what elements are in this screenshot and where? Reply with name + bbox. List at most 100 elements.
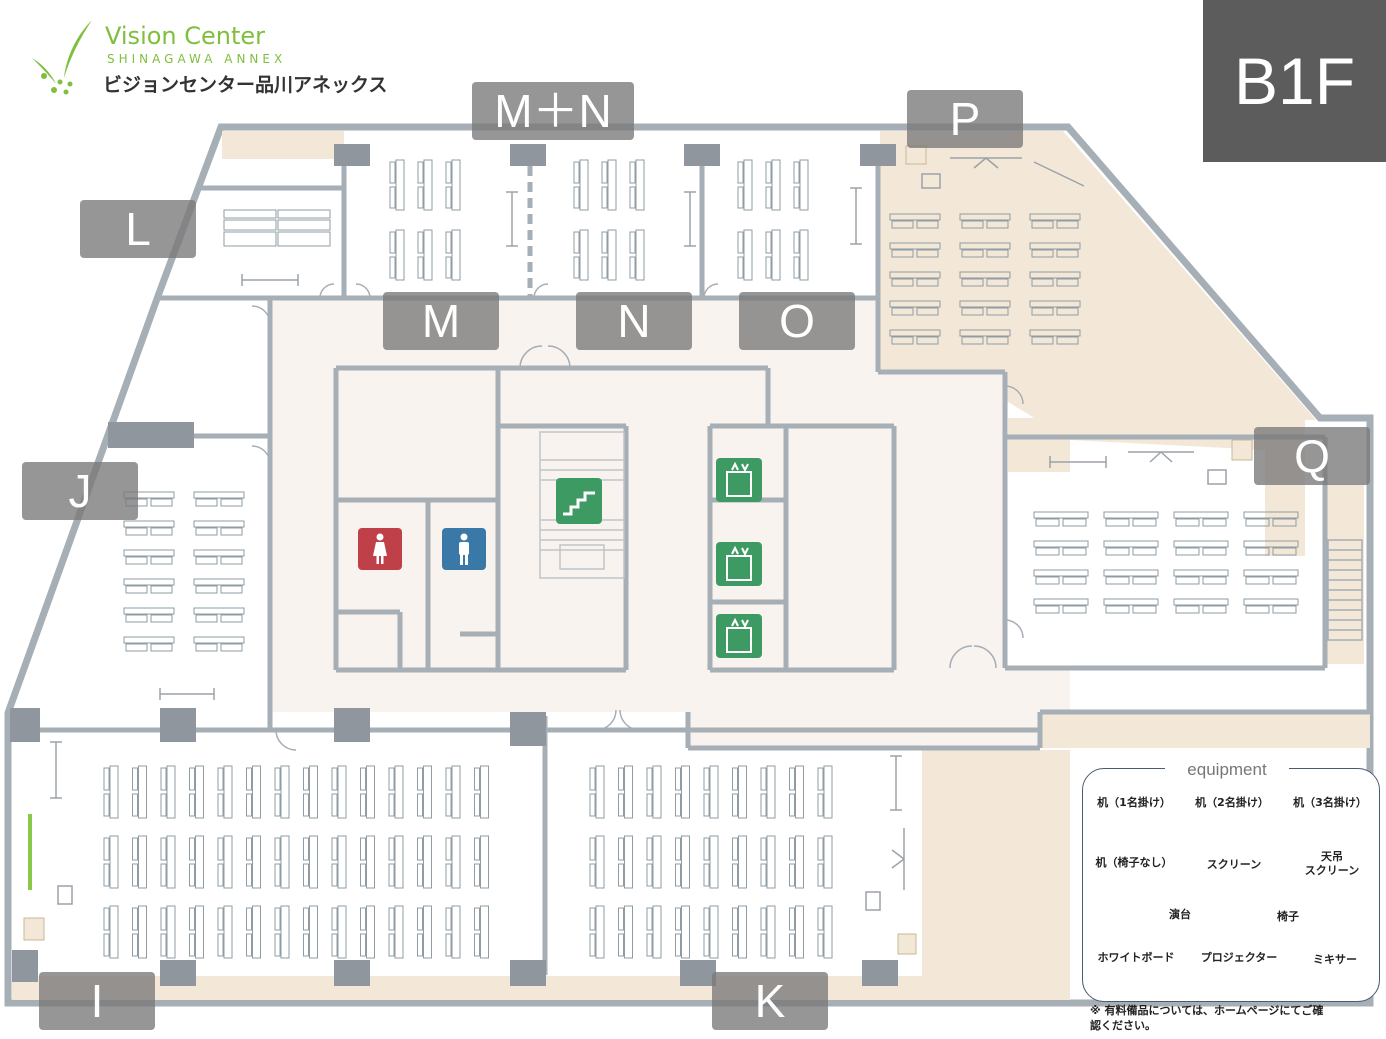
desk bbox=[246, 837, 252, 861]
desk bbox=[795, 765, 804, 819]
desk bbox=[1245, 547, 1270, 556]
desk bbox=[389, 161, 396, 184]
desk bbox=[1033, 511, 1089, 519]
desk bbox=[125, 585, 148, 594]
desk bbox=[166, 835, 176, 889]
desk bbox=[799, 229, 809, 281]
desk bbox=[277, 219, 331, 231]
desk bbox=[189, 933, 195, 957]
desk bbox=[103, 933, 110, 957]
desk bbox=[360, 767, 366, 791]
desk bbox=[760, 793, 767, 817]
mixer-k bbox=[897, 933, 917, 955]
desk bbox=[1243, 569, 1299, 577]
room-label-k[interactable]: K bbox=[712, 972, 828, 1030]
desk bbox=[217, 863, 224, 887]
room-label-o[interactable]: O bbox=[739, 292, 855, 350]
desk bbox=[337, 905, 347, 959]
desk bbox=[646, 907, 653, 931]
desk bbox=[607, 229, 617, 281]
desk bbox=[595, 835, 605, 889]
desk bbox=[223, 209, 277, 219]
desk bbox=[274, 933, 281, 957]
desk bbox=[195, 556, 218, 565]
elevator-icon bbox=[716, 458, 762, 502]
desk bbox=[1132, 518, 1157, 527]
desk bbox=[189, 837, 195, 861]
room-label-mn[interactable]: M＋N bbox=[472, 82, 634, 140]
desk bbox=[195, 585, 218, 594]
desk bbox=[675, 837, 681, 861]
desk bbox=[1202, 576, 1227, 585]
desk bbox=[1062, 605, 1087, 614]
desk bbox=[823, 905, 833, 959]
desk bbox=[474, 863, 480, 887]
desk bbox=[709, 905, 719, 959]
desk bbox=[1031, 336, 1054, 345]
desk bbox=[760, 907, 767, 931]
desk bbox=[195, 498, 218, 507]
desk bbox=[760, 767, 767, 791]
desk bbox=[573, 256, 580, 279]
desk bbox=[1175, 547, 1200, 556]
desk bbox=[331, 907, 338, 931]
desk bbox=[423, 159, 433, 211]
desk bbox=[916, 220, 939, 229]
desk bbox=[1245, 605, 1270, 614]
desk bbox=[109, 765, 119, 819]
desk bbox=[675, 767, 681, 791]
room-label-i[interactable]: I bbox=[39, 972, 155, 1030]
room-label-n[interactable]: N bbox=[576, 292, 692, 350]
desk bbox=[331, 863, 338, 887]
desk bbox=[1029, 329, 1081, 337]
desk bbox=[160, 837, 167, 861]
desk bbox=[445, 907, 452, 931]
room-label-l[interactable]: L bbox=[80, 200, 196, 258]
desk bbox=[732, 793, 738, 817]
desk bbox=[195, 835, 204, 889]
desk bbox=[889, 329, 941, 337]
desk bbox=[675, 933, 681, 957]
desk bbox=[681, 765, 690, 819]
elevator-icon bbox=[716, 542, 762, 586]
desk bbox=[423, 765, 432, 819]
room-label-m[interactable]: M bbox=[383, 292, 499, 350]
desk bbox=[1132, 605, 1157, 614]
desk bbox=[766, 765, 776, 819]
desk bbox=[1103, 540, 1159, 548]
desk bbox=[703, 837, 710, 861]
desk bbox=[1103, 569, 1159, 577]
desk bbox=[737, 231, 744, 254]
room-label-q[interactable]: Q bbox=[1254, 427, 1370, 485]
desk bbox=[817, 837, 824, 861]
legend-ceiling-screen-1: 天吊 bbox=[1321, 850, 1343, 863]
desk bbox=[451, 905, 461, 959]
desk bbox=[246, 863, 252, 887]
desk bbox=[635, 229, 645, 281]
desk bbox=[138, 905, 147, 959]
note-line-1: ※ 有料備品については、ホームページにてご確 bbox=[1090, 1004, 1324, 1017]
desk bbox=[150, 585, 173, 594]
desk bbox=[889, 213, 941, 221]
desk bbox=[445, 933, 452, 957]
desk bbox=[423, 229, 433, 281]
desk bbox=[766, 835, 776, 889]
desk bbox=[959, 242, 1011, 250]
desk bbox=[389, 186, 396, 209]
desk bbox=[417, 837, 423, 861]
desk bbox=[601, 186, 608, 209]
desk bbox=[1272, 576, 1297, 585]
room-label-j[interactable]: J bbox=[22, 462, 138, 520]
desk bbox=[280, 905, 290, 959]
desk bbox=[629, 256, 636, 279]
desk bbox=[277, 209, 331, 219]
desk bbox=[737, 186, 744, 209]
desk-layout bbox=[103, 159, 1299, 959]
desk bbox=[417, 256, 424, 279]
desk bbox=[360, 933, 366, 957]
desk bbox=[793, 256, 800, 279]
desk bbox=[1033, 569, 1089, 577]
desk bbox=[1202, 547, 1227, 556]
room-label-p[interactable]: P bbox=[907, 90, 1023, 148]
